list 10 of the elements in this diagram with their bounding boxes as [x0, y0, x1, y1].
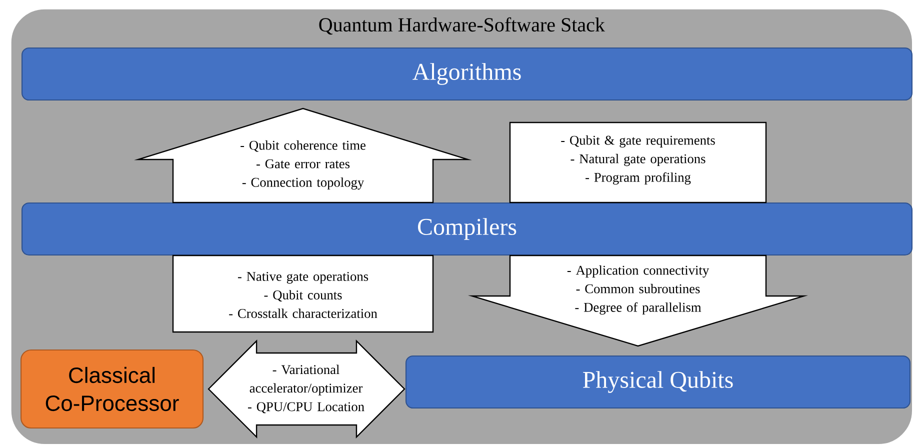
edge-label: - Variational accelerator/optimizer - QPU/CPU Location [248, 364, 364, 414]
edge-label: - Qubit & gate requirements - Natural gate operations - Program profiling [561, 135, 715, 185]
layer-bar: Physical Qubits [405, 355, 911, 409]
layer-bar: Algorithms [21, 47, 913, 101]
edge-label: - Application connectivity - Common subroutines - Degree of parallelism [567, 265, 710, 315]
coprocessor-box: Classical Co-Processor [20, 349, 204, 429]
edge-label: - Native gate operations - Qubit counts - Crosstalk characterization [229, 272, 378, 318]
edge-label: - Qubit coherence time - Gate error rates - Connection topology [240, 140, 366, 190]
layer-bar: Compilers [21, 202, 913, 256]
panel-title: Quantum Hardware-Software Stack [319, 17, 605, 35]
